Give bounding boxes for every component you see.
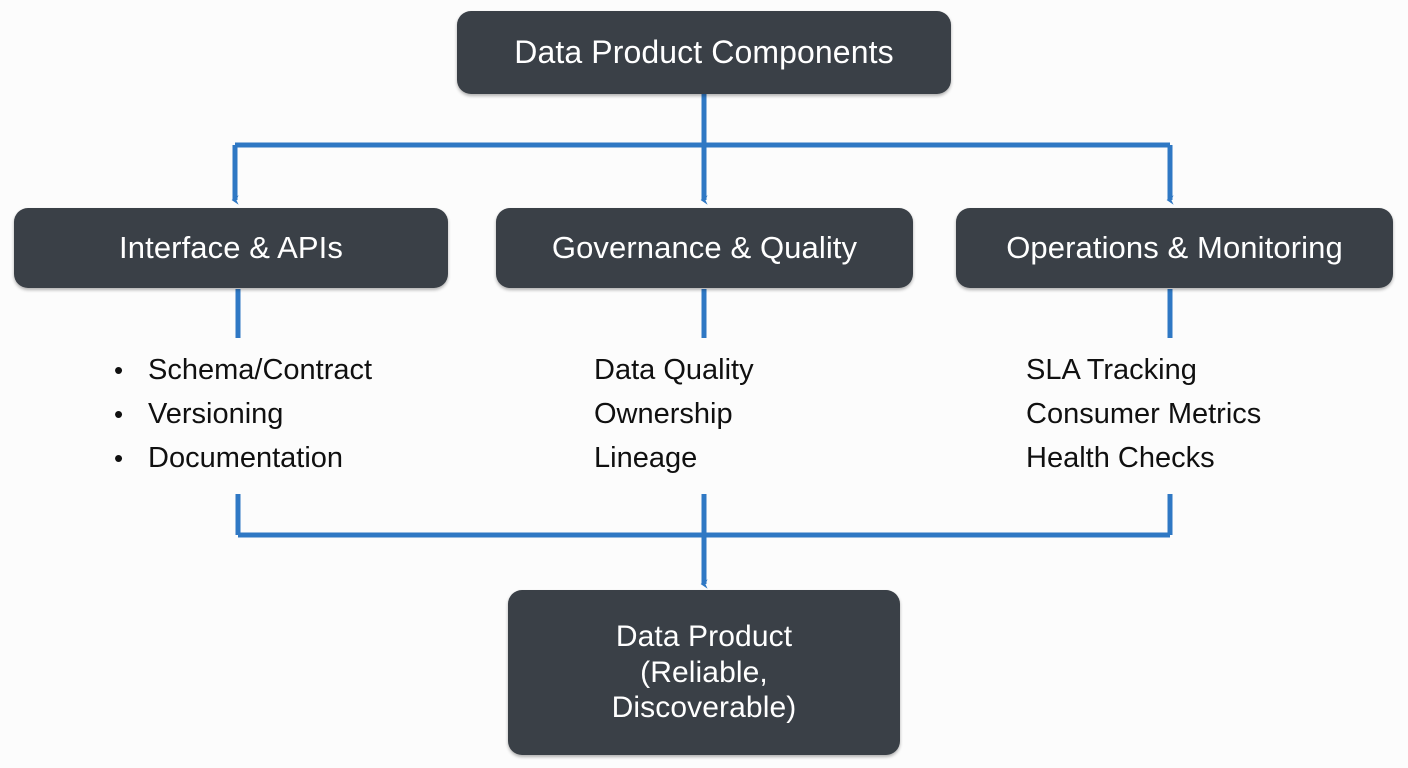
list-item: Health Checks <box>1026 436 1261 480</box>
list-item-label: Data Quality <box>594 354 754 386</box>
node-governance-label: Governance & Quality <box>551 229 858 265</box>
list-item: • Schema/Contract <box>100 348 372 392</box>
bullet-icon: • <box>114 443 124 473</box>
node-root-label: Data Product Components <box>514 33 894 70</box>
bullet-icon: • <box>114 399 124 429</box>
node-governance-and-quality[interactable]: Governance & Quality <box>496 208 913 288</box>
list-item-label: Versioning <box>148 398 284 430</box>
list-item-label: Documentation <box>148 442 344 474</box>
node-data-product-outcome[interactable]: Data Product (Reliable, Discoverable) <box>508 590 900 755</box>
list-item-label: Health Checks <box>1026 442 1215 474</box>
node-interface-label: Interface & APIs <box>119 229 343 265</box>
list-item: Lineage <box>594 436 754 480</box>
list-item-label: Lineage <box>594 442 698 474</box>
list-item: Data Quality <box>594 348 754 392</box>
list-item-label: SLA Tracking <box>1026 354 1197 386</box>
detail-list-interface-and-apis: • Schema/Contract • Versioning • Documen… <box>100 348 372 480</box>
list-item-label: Schema/Contract <box>148 354 373 386</box>
bullet-icon: • <box>114 355 124 385</box>
list-item: Ownership <box>594 392 754 436</box>
node-operations-label: Operations & Monitoring <box>1006 229 1343 265</box>
detail-list-operations-and-monitoring: SLA Tracking Consumer Metrics Health Che… <box>1026 348 1261 480</box>
list-item-label: Consumer Metrics <box>1026 398 1262 430</box>
list-item: Consumer Metrics <box>1026 392 1261 436</box>
detail-list-governance-and-quality: Data Quality Ownership Lineage <box>594 348 754 480</box>
list-item-label: Ownership <box>594 398 733 430</box>
list-item: • Documentation <box>100 436 372 480</box>
list-item: • Versioning <box>100 392 372 436</box>
list-item: SLA Tracking <box>1026 348 1261 392</box>
node-data-product-components[interactable]: Data Product Components <box>457 11 951 94</box>
node-operations-and-monitoring[interactable]: Operations & Monitoring <box>956 208 1393 288</box>
node-outcome-label: Data Product (Reliable, Discoverable) <box>611 620 797 725</box>
node-interface-and-apis[interactable]: Interface & APIs <box>14 208 448 288</box>
